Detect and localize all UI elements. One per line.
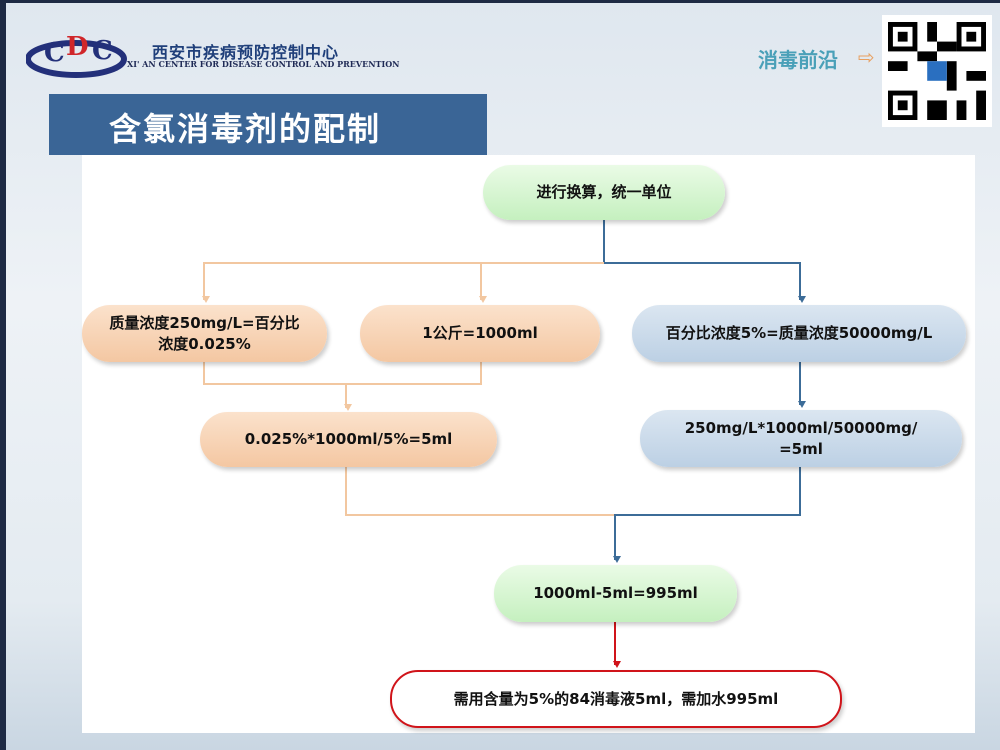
- svg-text:C: C: [44, 38, 65, 68]
- cdc-logo: C D C: [26, 32, 127, 78]
- step-percent-to-mass: 百分比浓度5%=质量浓度50000mg/L: [632, 305, 966, 362]
- frontier-label: 消毒前沿: [758, 48, 838, 72]
- qr-code: [882, 15, 992, 127]
- svg-text:C: C: [92, 36, 113, 66]
- step-water-calc: 1000ml-5ml=995ml: [494, 565, 737, 622]
- step-unify-units: 进行换算，统一单位: [483, 165, 725, 220]
- step-mass-to-percent: 质量浓度250mg/L=百分比 浓度0.025%: [82, 305, 327, 362]
- connector-orange-bottom: [345, 467, 615, 516]
- connector-to-mass: [202, 262, 604, 303]
- connector-orange-merge: [203, 362, 482, 385]
- step-kg-to-ml: 1公斤=1000ml: [360, 305, 600, 362]
- connector-blue-bottom: [613, 467, 801, 563]
- svg-text:D: D: [66, 32, 89, 62]
- step-calc-percent: 0.025%*1000ml/5%=5ml: [200, 412, 497, 467]
- title-bar: 含氯消毒剂的配制: [49, 94, 487, 155]
- step-result: 需用含量为5%的84消毒液5ml，需加水995ml: [390, 670, 842, 728]
- qr-code-icon: [888, 22, 986, 120]
- org-name-en: XI' AN CENTER FOR DISEASE CONTROL AND PR…: [127, 59, 400, 69]
- connector-to-percent: [604, 262, 806, 303]
- slide-title: 含氯消毒剂的配制: [109, 110, 382, 148]
- org-name-cn: 西安市疾病预防控制中心: [152, 43, 340, 62]
- arrow-right-icon: ⇨: [858, 45, 875, 69]
- step-calc-mass: 250mg/L*1000ml/50000mg/ =5ml: [640, 410, 962, 467]
